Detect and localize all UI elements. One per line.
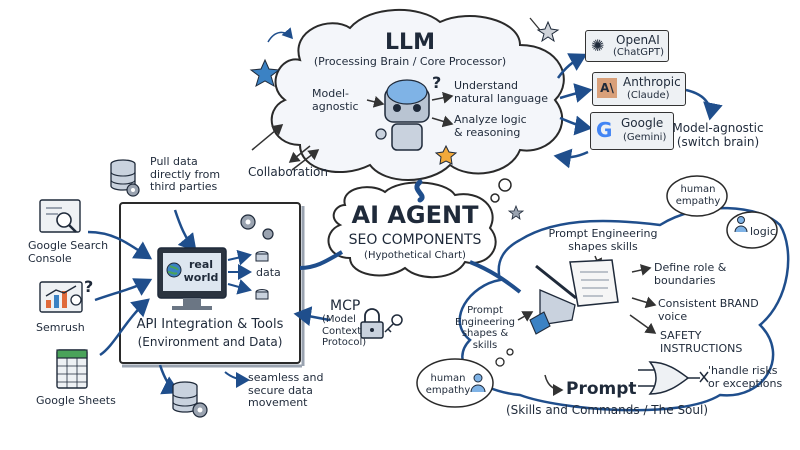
provider-anthropic: A\ Anthropic (Claude) (592, 72, 686, 106)
provider-openai: ✺ OpenAI (ChatGPT) (585, 30, 669, 62)
database-icon (110, 159, 136, 191)
mcp-detail: (Model Context Protocol) (322, 314, 367, 348)
llm-title: LLM (385, 30, 435, 55)
logic-gate-icon (638, 361, 709, 395)
provider-sub: (ChatGPT) (613, 47, 665, 58)
data-label: data (256, 266, 281, 279)
writing-hand-icon (529, 264, 577, 335)
mcp-title: MCP (330, 298, 361, 314)
agent-title: AI AGENT (351, 201, 479, 229)
provider-sub: (Claude) (627, 90, 670, 101)
spreadsheet-icon (56, 349, 88, 389)
monitor-icon (157, 247, 227, 310)
agent-cloud (327, 181, 497, 279)
gear-icon (192, 402, 208, 418)
brand-voice-label: Consistent BRAND voice (658, 297, 759, 323)
pe-top-label: Prompt Engineering shapes skills (548, 227, 658, 253)
openai-icon: ✺ (591, 36, 605, 55)
robot-icon (375, 79, 430, 151)
pe-left-label: Prompt Engineering shapes & skills (455, 305, 515, 351)
tools-subtitle: (Environment and Data) (137, 335, 283, 349)
monitor-text: real world (183, 258, 219, 284)
svg-text:?: ? (432, 73, 441, 92)
source-google-sheets: Google Sheets (36, 394, 116, 407)
star-icon (434, 144, 458, 165)
handle-risks-label: 'handle risks or exceptions (708, 364, 783, 390)
human-empathy-top: human empathy (675, 184, 721, 207)
provider-sub: (Gemini) (623, 132, 667, 143)
lock-icon (360, 308, 384, 339)
key-icon (384, 314, 403, 333)
prompt-subtitle: (Skills and Commands / The Soul) (506, 403, 709, 417)
logic-label: logic (750, 225, 776, 238)
source-search-console: Google Search Console (28, 239, 109, 265)
llm-model-agnostic: Model- agnostic (312, 87, 359, 113)
define-role-label: Define role & boundaries (654, 261, 727, 287)
switch-brain-label: Model-agnostic (switch brain) (672, 121, 764, 149)
agent-note: (Hypothetical Chart) (364, 250, 466, 261)
person-icon (470, 373, 486, 393)
google-icon: G (596, 118, 613, 142)
agent-subtitle: SEO COMPONENTS (348, 232, 482, 248)
provider-name: OpenAI (616, 33, 660, 47)
anthropic-icon: A\ (597, 78, 617, 98)
semrush-chart-icon (39, 281, 83, 313)
svg-text:?: ? (84, 277, 93, 296)
person-icon (734, 216, 748, 233)
provider-name: Anthropic (623, 75, 681, 89)
llm-analyze: Analyze logic & reasoning (454, 113, 527, 139)
scroll-icon (569, 259, 619, 307)
safety-label: SAFETY INSTRUCTIONS (660, 329, 743, 355)
prompt-title: Prompt (566, 379, 637, 399)
provider-google: G Google (Gemini) (590, 112, 674, 150)
source-semrush: Semrush (36, 321, 85, 334)
tools-title: API Integration & Tools (136, 317, 284, 332)
human-empathy-bottom: human empathy (425, 373, 471, 396)
collaboration-label: Collaboration (248, 165, 328, 179)
search-console-icon (39, 199, 81, 233)
llm-understand: Understand natural language (454, 79, 549, 105)
gear-icon (240, 214, 274, 240)
pull-data-label: Pull data directly from third parties (150, 155, 221, 194)
gear-icon (126, 183, 140, 197)
seamless-label: seamless and secure data movement (248, 371, 324, 410)
data-stack-icon (255, 251, 269, 300)
star-icon (536, 20, 560, 43)
database-icon (172, 381, 198, 413)
star-icon (249, 58, 281, 88)
provider-name: Google (621, 116, 664, 130)
star-icon (507, 204, 525, 220)
llm-subtitle: (Processing Brain / Core Processor) (313, 55, 507, 68)
